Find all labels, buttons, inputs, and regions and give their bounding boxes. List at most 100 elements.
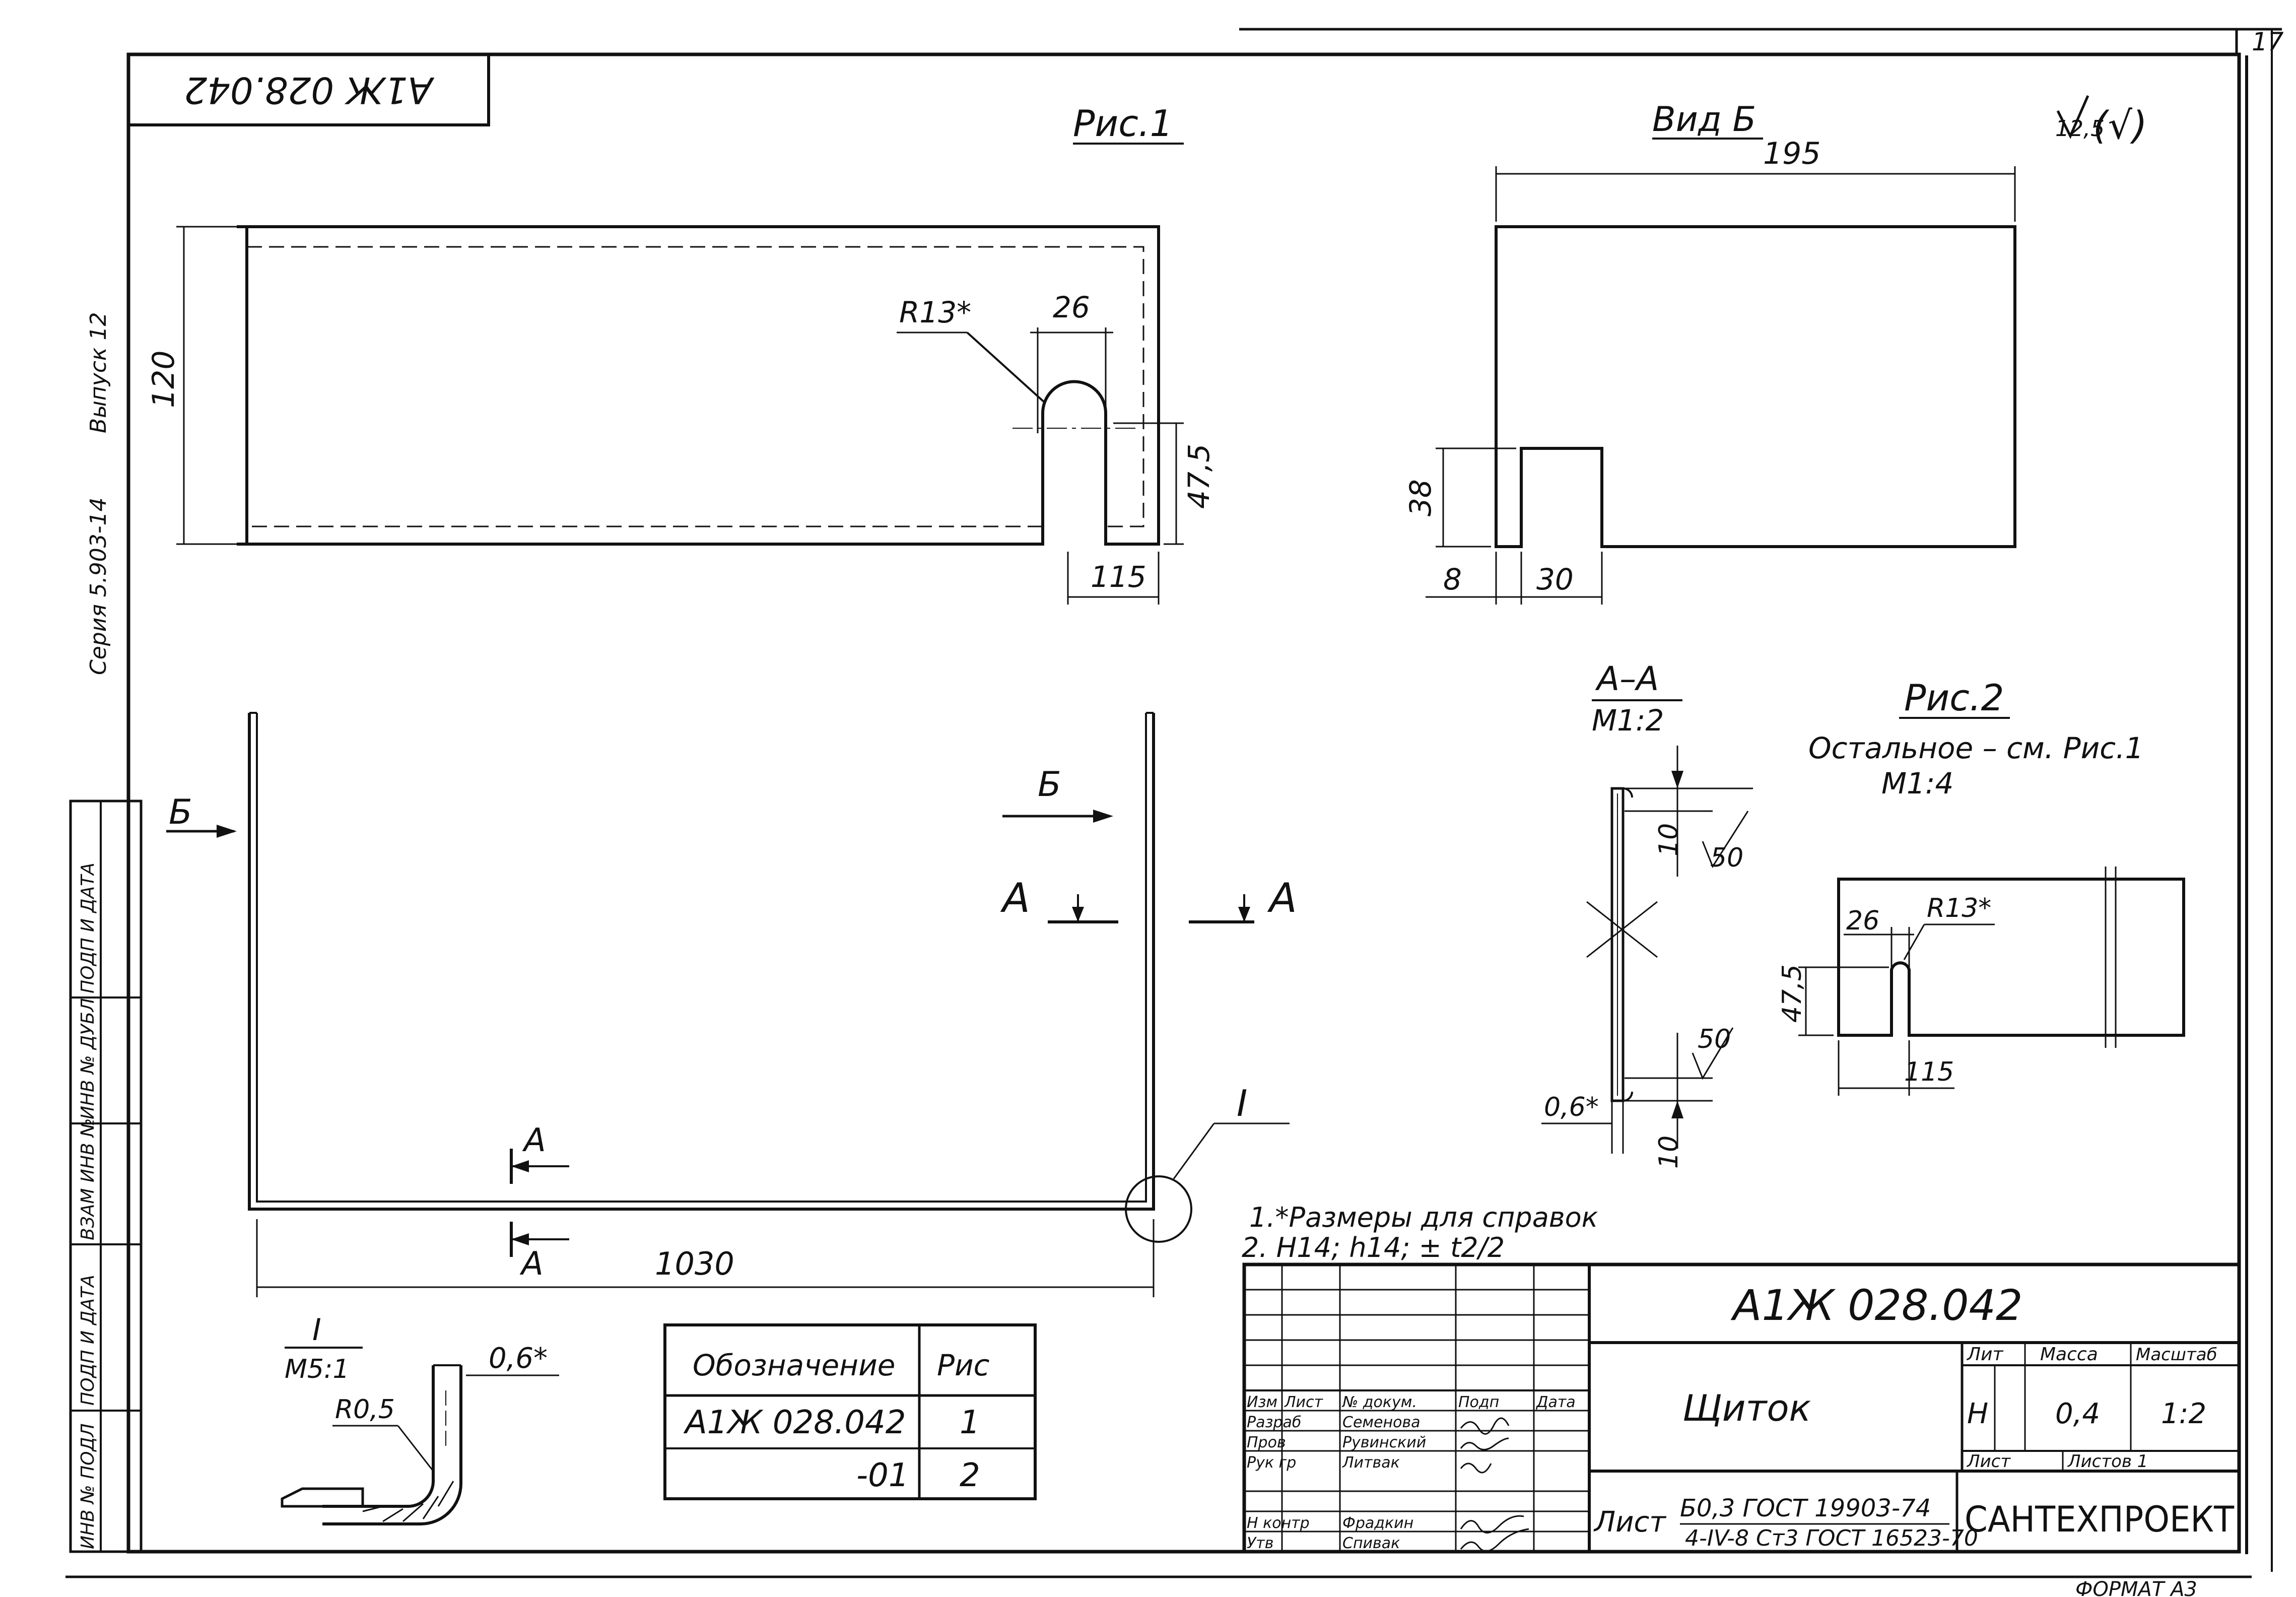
tb-name: Щиток — [1682, 1387, 1811, 1429]
note-2: 2. Н14; h14; ± t2/2 — [1242, 1232, 1505, 1263]
view-b-title: Вид Б — [1652, 100, 1756, 140]
view-b: Вид Б 195 38 8 30 — [1403, 100, 2016, 605]
fig1-view-b-label-right: Б — [1038, 765, 1061, 805]
tb-scale-label: Масштаб — [2136, 1345, 2217, 1365]
section-aa-dim-10-bottom: 10 — [1654, 1136, 1684, 1169]
fig2-dim-r13: R13* — [1927, 893, 1991, 923]
side-stamp-cell-3: ВЗАМ ИНВ № — [78, 1118, 98, 1241]
tb-mass-value: 0,4 — [2055, 1398, 2100, 1430]
note-1: 1.*Размеры для справок — [1249, 1202, 1598, 1233]
fig1-title: Рис.1 — [1073, 102, 1173, 145]
signature-2 — [1460, 1437, 1509, 1450]
fig1-node-1-label: I — [1237, 1082, 1247, 1124]
fig2-title: Рис.2 — [1904, 677, 2004, 719]
signature-1 — [1460, 1417, 1510, 1435]
side-stamp-cell-2: ПОДП И ДАТА — [78, 1275, 98, 1406]
side-stamp: ИНВ № ПОДЛ ПОДП И ДАТА ВЗАМ ИНВ № ИНВ № … — [69, 800, 143, 1553]
tb-name-razrab: Семенова — [1342, 1414, 1421, 1431]
fig1-flat-blank: Рис.1 120 R13* 26 47,5 115 — [146, 102, 1216, 605]
fig1-section-a-bottom-bottom: А — [519, 1245, 544, 1283]
tb-role-prov: Пров — [1247, 1434, 1286, 1451]
side-stamp-cell-5: ПОДП И ДАТА — [78, 862, 98, 993]
signature-4 — [1460, 1515, 1524, 1534]
stamp-code-box: А1Ж 028.042 — [127, 53, 490, 126]
spec-row-1-designation: А1Ж 028.042 — [683, 1404, 906, 1441]
fig1-section-a-right: А — [1267, 875, 1297, 921]
tb-col-sign: Подп — [1458, 1393, 1499, 1411]
fig2-dim-115: 115 — [1904, 1057, 1954, 1087]
tb-col-list: Лист — [1284, 1393, 1324, 1411]
fig1-bent-profile: Б Б А А А А I 1030 — [166, 712, 1297, 1297]
side-issue-label: Выпуск 12 — [86, 312, 111, 433]
title-block: Изм Лист № докум. Подп Дата Разраб Семен… — [1242, 1262, 2241, 1554]
fig2-scale: М1:4 — [1881, 766, 1953, 801]
view-b-dim-30: 30 — [1536, 562, 1574, 596]
fig1-dim-120: 120 — [146, 350, 181, 408]
tb-sheet-label: Лист — [1966, 1451, 2011, 1472]
detail-1-scale: М5:1 — [285, 1354, 350, 1384]
view-b-arrow-right — [1093, 810, 1113, 823]
section-aa: А–А М1:2 10 50 50 10 0,6* — [1541, 659, 1753, 1169]
side-stamp-cell-4: ИНВ № ДУБЛ — [78, 998, 98, 1119]
fig1-dim-r13: R13* — [899, 295, 971, 329]
fig2-note: Остальное – см. Рис.1 — [1808, 731, 2144, 765]
sheet-frame — [65, 28, 2282, 1578]
spec-header-fig: Рис — [937, 1348, 990, 1382]
view-b-dim-195: 195 — [1763, 136, 1821, 171]
tb-material-label: Лист — [1593, 1506, 1666, 1539]
tb-role-utv: Утв — [1247, 1535, 1273, 1552]
section-aa-dim-10-top: 10 — [1654, 823, 1684, 856]
fig1-section-a-bottom-top: А — [522, 1122, 546, 1159]
fig1-section-a-left: А — [1000, 875, 1030, 921]
tb-org: САНТЕХПРОЕКТ — [1965, 1499, 2235, 1540]
sheet-number: 17 — [2252, 27, 2284, 56]
fig1-dim-47-5: 47,5 — [1182, 444, 1216, 509]
spec-table: Обозначение Рис А1Ж 028.042 1 -01 2 — [663, 1323, 1037, 1500]
notes: 1.*Размеры для справок 2. Н14; h14; ± t2… — [1242, 1202, 1598, 1263]
tb-designation: А1Ж 028.042 — [1730, 1281, 2022, 1330]
roughness-symbol-text: (√) — [2093, 103, 2147, 148]
tb-material-line2: 4-IV-8 Ст3 ГОСТ 16523-70 — [1685, 1525, 1978, 1551]
detail-1-dim-r0-5: R0,5 — [335, 1394, 395, 1425]
fig1-dim-115: 115 — [1091, 560, 1146, 594]
tb-role-nkontr: Н контр — [1247, 1514, 1310, 1532]
tb-col-doc: № докум. — [1341, 1393, 1417, 1411]
tb-col-date: Дата — [1535, 1393, 1576, 1411]
tb-sheets-label: Листов 1 — [2067, 1451, 2148, 1472]
tb-material-line1: Б0,3 ГОСТ 19903-74 — [1680, 1494, 1931, 1522]
side-series-label: Серия 5.903-14 — [86, 497, 111, 675]
roughness-symbol: 12,5 (√) — [2055, 95, 2147, 148]
spec-row-1-fig: 1 — [960, 1404, 980, 1441]
view-b-arrow-left — [217, 825, 237, 838]
signature-3 — [1460, 1462, 1492, 1474]
fig1-view-b-label-left: Б — [169, 792, 192, 832]
side-stamp-cell-1: ИНВ № ПОДЛ — [78, 1423, 98, 1549]
detail-1: I М5:1 0,6* R0,5 — [281, 1312, 559, 1525]
tb-name-nkontr: Фрадкин — [1342, 1514, 1413, 1532]
fig1-dim-26: 26 — [1053, 290, 1090, 324]
tb-name-utv: Спивак — [1342, 1535, 1400, 1552]
tb-lit-label: Лит — [1966, 1344, 2003, 1365]
fig2: Рис.2 Остальное – см. Рис.1 М1:4 47,5 26… — [1777, 677, 2185, 1096]
spec-row-2-fig: 2 — [960, 1457, 980, 1494]
tb-scale-value: 1:2 — [2161, 1398, 2206, 1430]
fig2-dim-26: 26 — [1846, 906, 1879, 936]
format-label: ФОРМАТ А3 — [2075, 1578, 2197, 1597]
section-aa-dim-0-6: 0,6* — [1544, 1092, 1599, 1122]
tb-role-ruk: Рук гр — [1247, 1454, 1296, 1472]
spec-header-designation: Обозначение — [693, 1348, 895, 1382]
view-b-dim-38: 38 — [1403, 479, 1438, 516]
tb-name-prov: Рувинский — [1342, 1434, 1426, 1451]
signature-5 — [1460, 1528, 1529, 1552]
spec-row-2-designation: -01 — [856, 1457, 909, 1494]
tb-role-razrab: Разраб — [1247, 1414, 1301, 1431]
tb-mass-label: Масса — [2040, 1344, 2098, 1365]
detail-1-title: I — [312, 1312, 321, 1348]
section-aa-dim-50-top: 50 — [1710, 843, 1743, 873]
fig1-dim-1030: 1030 — [655, 1245, 734, 1282]
section-aa-scale: М1:2 — [1592, 703, 1664, 738]
fig2-dim-47-5: 47,5 — [1777, 964, 1807, 1023]
view-b-dim-8: 8 — [1443, 562, 1462, 596]
stamp-code: А1Ж 028.042 — [184, 69, 434, 111]
